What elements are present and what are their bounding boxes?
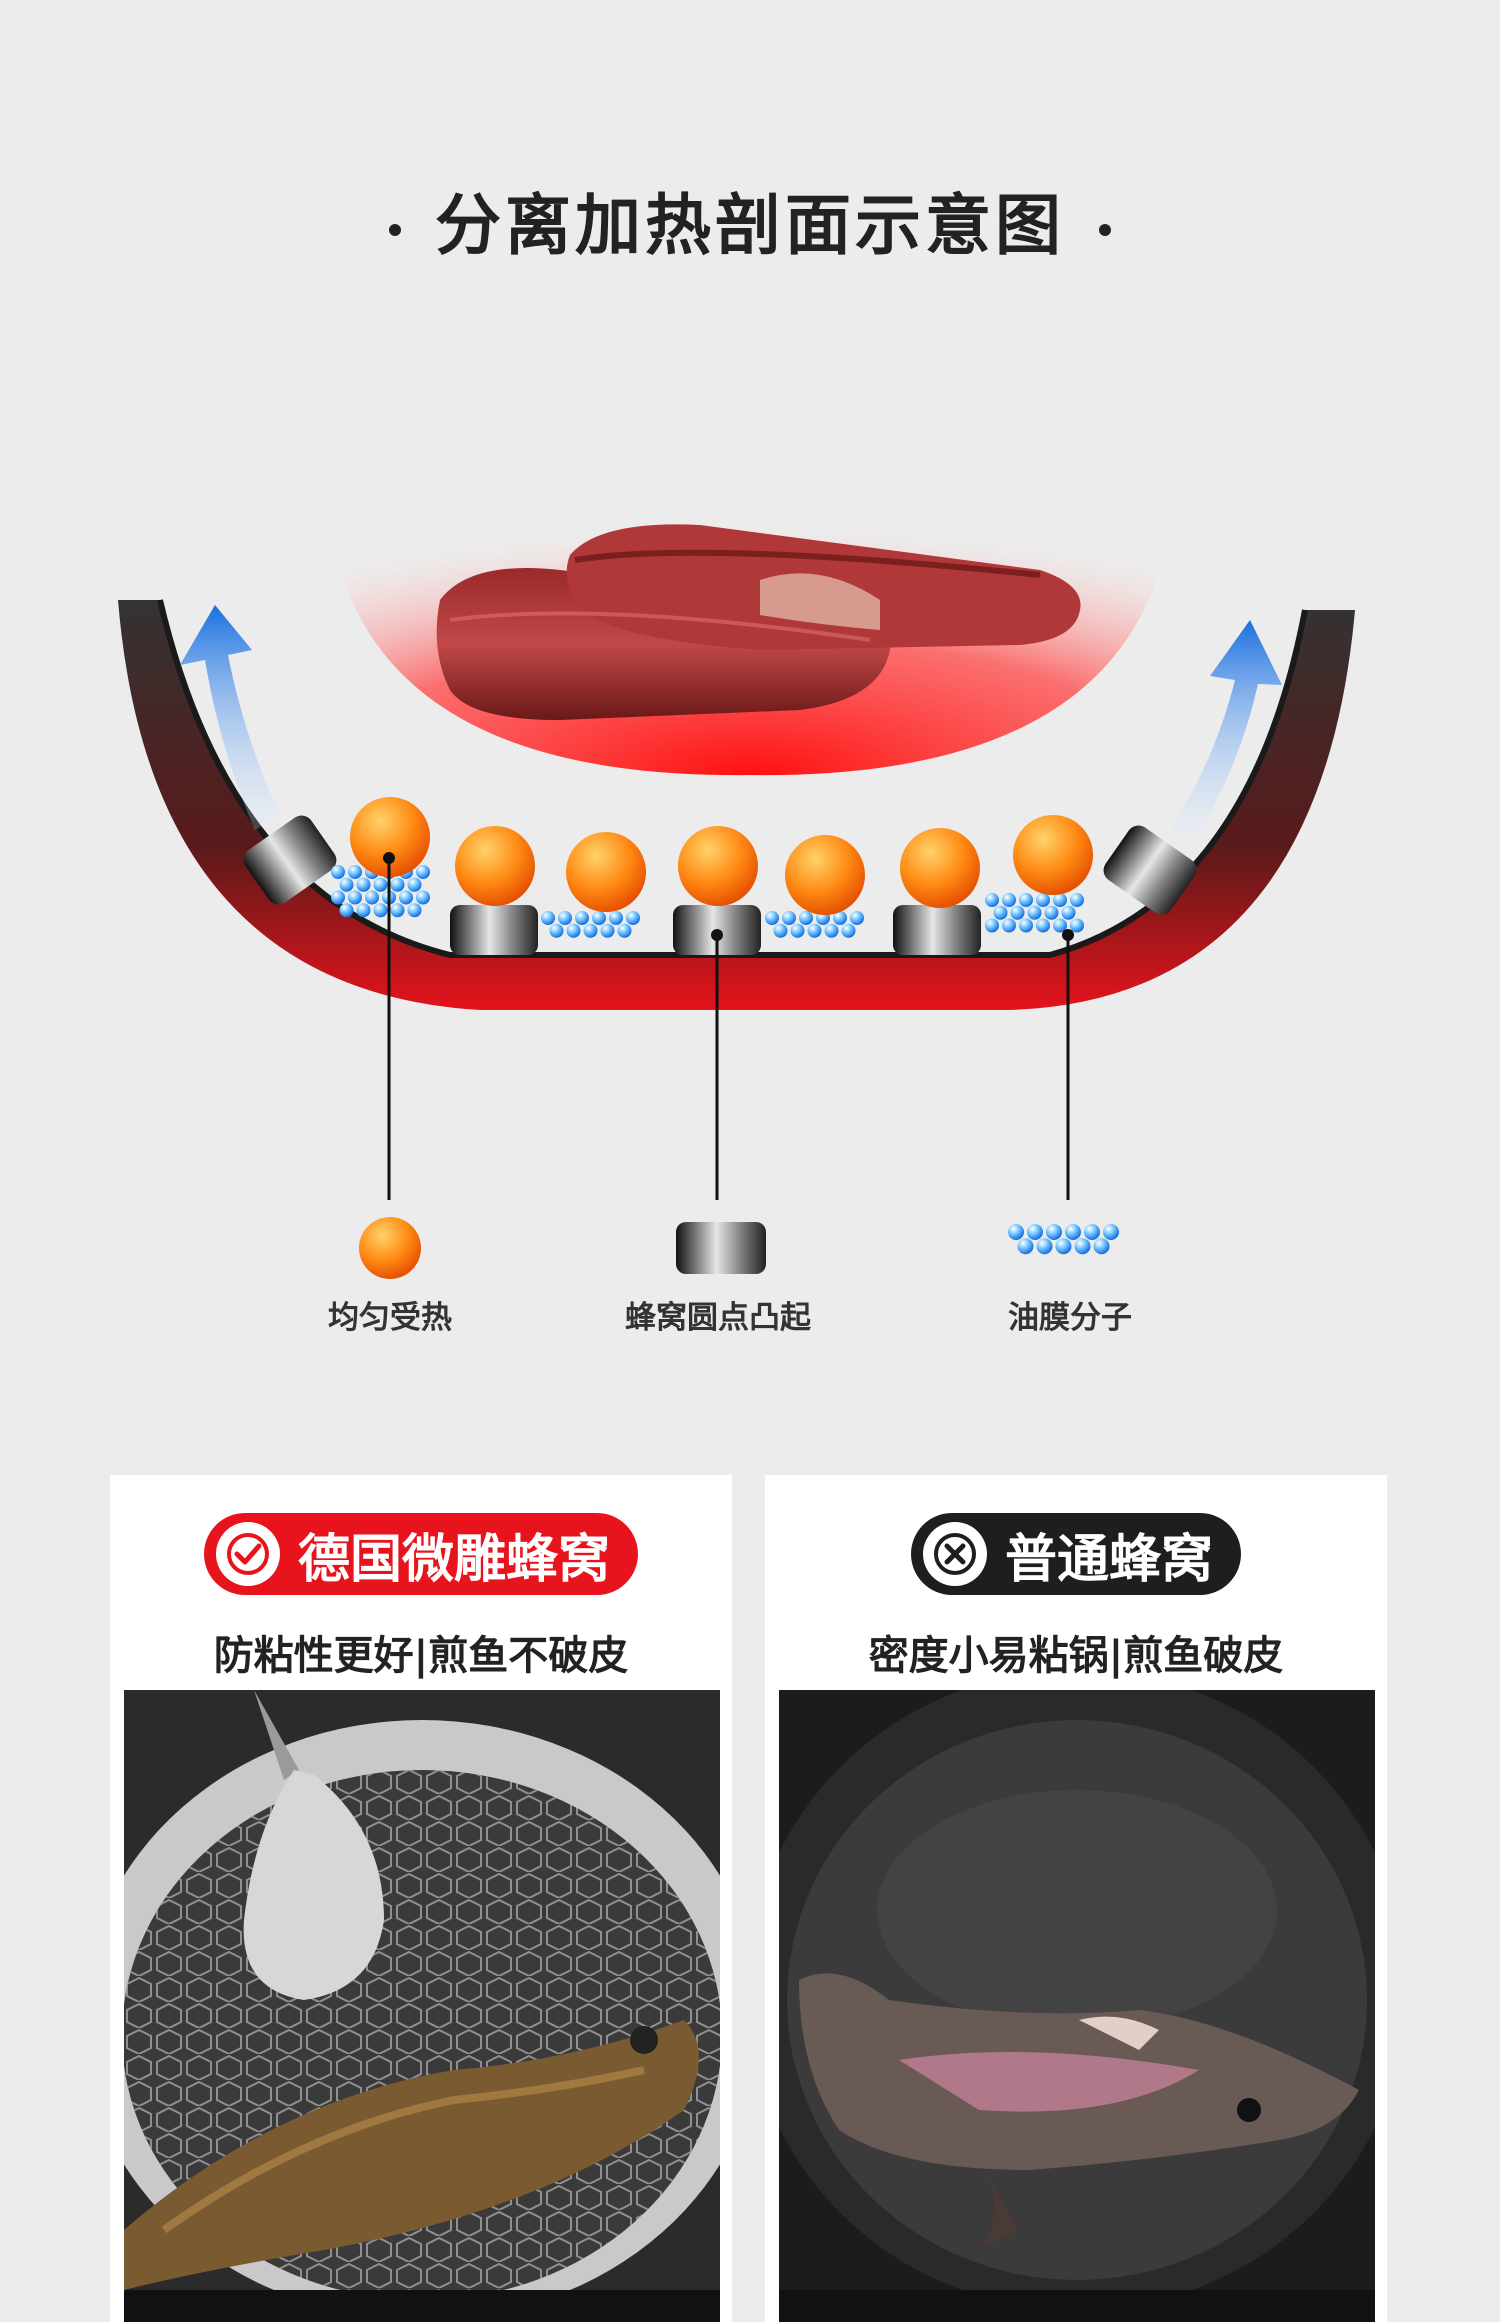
title-text: 分离加热剖面示意图 <box>435 187 1065 264</box>
oil-molecule <box>416 865 430 879</box>
oil-molecule <box>833 911 847 925</box>
honeycomb-bumps <box>243 815 1197 955</box>
subtitle-good: 防粘性更好|煎鱼不破皮 <box>213 1633 629 1679</box>
oil-molecule <box>1036 893 1050 907</box>
oil-molecule <box>1084 1224 1100 1240</box>
check-icon <box>215 1522 280 1586</box>
oil-molecule <box>1008 1224 1024 1240</box>
pointer-lines <box>387 858 1070 1200</box>
oil-molecule <box>985 893 999 907</box>
oil-molecule <box>993 905 1008 920</box>
oil-molecule <box>1053 918 1067 933</box>
oil-molecule <box>1010 905 1025 920</box>
oil-molecule <box>1065 1224 1081 1240</box>
oil-molecule <box>600 923 615 938</box>
oil-molecule <box>356 877 371 892</box>
oil-molecule <box>583 923 598 938</box>
oil-molecule <box>1053 893 1067 907</box>
oil-film-molecules-icon <box>1008 1224 1119 1255</box>
badge-good: 德国微雕蜂窝 <box>203 1513 639 1595</box>
oil-molecule <box>1002 918 1016 933</box>
oil-molecule <box>765 911 779 925</box>
pan-cross-section <box>118 599 1355 1010</box>
oil-molecule <box>541 911 555 925</box>
legend-label-honeycomb-bumps: 蜂窝圆点凸起 <box>625 1300 811 1336</box>
oil-molecule <box>407 903 422 918</box>
oil-molecule <box>1055 1238 1072 1255</box>
badge-ordinary: 普通蜂窝 <box>910 1513 1242 1595</box>
left-heat-arrow-icon <box>180 605 280 830</box>
oil-molecule <box>799 911 813 925</box>
title-dot-left <box>389 223 401 236</box>
oil-molecule <box>356 903 371 918</box>
oil-molecule <box>841 923 856 938</box>
honeycomb-pan-fish-photo <box>124 1690 720 2322</box>
oil-molecule <box>1070 918 1084 933</box>
oil-molecule <box>331 890 345 905</box>
oil-molecule <box>339 877 354 892</box>
oil-molecule <box>1019 918 1033 933</box>
oil-molecule <box>824 923 839 938</box>
ordinary-pan-fish-photo <box>779 1690 1375 2322</box>
comparison-panel-ordinary: 普通蜂窝 密度小易粘锅|煎鱼破皮 <box>765 1475 1387 2322</box>
oil-molecule <box>575 911 589 925</box>
oil-molecule <box>626 911 640 925</box>
oil-molecule <box>850 911 864 925</box>
oil-molecule <box>1019 893 1033 907</box>
right-heat-arrow-icon <box>1170 620 1282 840</box>
cross-section-diagram <box>118 497 1355 1279</box>
oil-molecule <box>1074 1238 1091 1255</box>
oil-molecule <box>390 903 405 918</box>
oil-molecule <box>339 903 354 918</box>
oil-molecule <box>790 923 805 938</box>
title-dot-right <box>1099 223 1111 236</box>
oil-molecule <box>1093 1238 1110 1255</box>
oil-molecule <box>592 911 606 925</box>
oil-molecule <box>1027 905 1042 920</box>
badge-ordinary-label: 普通蜂窝 <box>1004 1529 1214 1590</box>
oil-molecule <box>348 865 362 879</box>
page-title: 分离加热剖面示意图 <box>0 172 1500 268</box>
oil-molecule <box>773 923 788 938</box>
oil-molecule <box>1103 1224 1119 1240</box>
subtitle-ordinary: 密度小易粘锅|煎鱼破皮 <box>868 1633 1284 1679</box>
oil-molecule <box>390 877 405 892</box>
oil-molecule <box>373 903 388 918</box>
oil-molecule <box>985 918 999 933</box>
cross-icon <box>922 1522 987 1586</box>
oil-molecule <box>1002 893 1016 907</box>
oil-molecule <box>1036 1238 1053 1255</box>
oil-molecule <box>617 923 632 938</box>
oil-molecule <box>807 923 822 938</box>
oil-molecule <box>566 923 581 938</box>
heat-spheres <box>350 797 1093 915</box>
oil-molecule <box>365 890 379 905</box>
oil-molecule <box>348 890 362 905</box>
oil-molecule <box>782 911 796 925</box>
oil-film-molecules <box>331 865 1084 938</box>
oil-molecule <box>399 890 413 905</box>
oil-molecule <box>549 923 564 938</box>
oil-molecule <box>373 877 388 892</box>
oil-molecule <box>609 911 623 925</box>
oil-molecule <box>1070 893 1084 907</box>
orange-sphere-icon <box>359 1217 421 1279</box>
oil-molecule <box>1017 1238 1034 1255</box>
legend-label-oil-film: 油膜分子 <box>1008 1300 1132 1336</box>
oil-molecule <box>1046 1224 1062 1240</box>
oil-molecule <box>1036 918 1050 933</box>
oil-molecule <box>407 877 422 892</box>
comparison-panel-good: 德国微雕蜂窝 防粘性更好|煎鱼不破皮 <box>110 1475 732 2322</box>
honeycomb-bump-icon <box>676 1222 766 1274</box>
oil-molecule <box>558 911 572 925</box>
steak-image <box>436 524 1081 720</box>
legend-label-uniform-heat: 均匀受热 <box>328 1300 452 1336</box>
badge-good-label: 德国微雕蜂窝 <box>297 1529 611 1590</box>
oil-molecule <box>1044 905 1059 920</box>
oil-molecule <box>1061 905 1076 920</box>
oil-molecule <box>1027 1224 1043 1240</box>
oil-molecule <box>331 865 345 879</box>
oil-molecule <box>416 890 430 905</box>
